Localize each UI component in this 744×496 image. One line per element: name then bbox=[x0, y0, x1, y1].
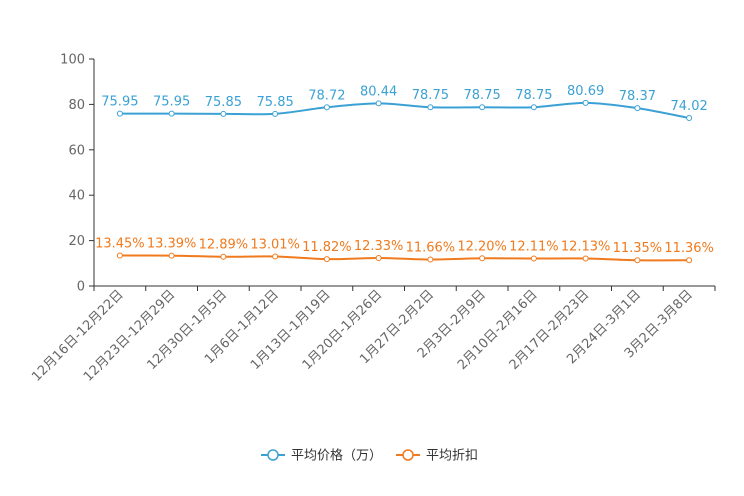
data-label: 80.44 bbox=[360, 84, 397, 99]
data-point[interactable] bbox=[168, 110, 175, 117]
data-point[interactable] bbox=[272, 253, 279, 260]
data-point[interactable] bbox=[323, 104, 330, 111]
data-label: 13.45% bbox=[95, 236, 145, 251]
y-tick-label: 80 bbox=[68, 98, 85, 113]
data-label: 75.85 bbox=[205, 95, 242, 110]
data-point[interactable] bbox=[116, 110, 123, 117]
data-label: 11.66% bbox=[406, 241, 456, 256]
data-point[interactable] bbox=[220, 110, 227, 117]
data-point[interactable] bbox=[116, 252, 123, 259]
legend-marker-icon bbox=[402, 449, 414, 461]
data-point[interactable] bbox=[168, 252, 175, 259]
y-tick-label: 40 bbox=[68, 189, 85, 204]
data-point[interactable] bbox=[582, 255, 589, 262]
data-point[interactable] bbox=[427, 104, 434, 111]
data-label: 11.36% bbox=[664, 241, 714, 256]
series-1: 75.95 75.95 75.85 75.85 78.72 80.44 78.75 78.75… bbox=[101, 84, 708, 121]
legend-item-2[interactable]: 平均折扣 bbox=[396, 449, 478, 464]
data-label: 78.37 bbox=[619, 89, 656, 104]
data-point[interactable] bbox=[686, 114, 693, 121]
data-label: 13.01% bbox=[250, 237, 300, 252]
data-label: 13.39% bbox=[147, 237, 197, 252]
data-point[interactable] bbox=[375, 255, 382, 262]
data-point[interactable] bbox=[530, 255, 537, 262]
data-point[interactable] bbox=[634, 257, 641, 264]
data-point[interactable] bbox=[686, 257, 693, 264]
data-point[interactable] bbox=[479, 255, 486, 262]
data-label: 74.02 bbox=[671, 99, 708, 114]
series-line bbox=[119, 101, 690, 119]
data-point[interactable] bbox=[220, 253, 227, 260]
data-label: 75.95 bbox=[153, 95, 190, 110]
data-label: 75.85 bbox=[257, 95, 294, 110]
data-label: 11.82% bbox=[302, 240, 352, 255]
legend-marker-icon bbox=[267, 449, 279, 461]
data-label: 11.35% bbox=[613, 241, 663, 256]
data-point[interactable] bbox=[427, 256, 434, 263]
x-tick-label: 12月16日-12月22日 bbox=[29, 287, 126, 384]
data-label: 78.75 bbox=[412, 88, 449, 103]
data-point[interactable] bbox=[272, 110, 279, 117]
data-label: 12.89% bbox=[199, 238, 249, 253]
data-point[interactable] bbox=[634, 105, 641, 112]
series-2: 13.45%13.39%12.89%13.01%11.82%12.33%11.6… bbox=[95, 236, 714, 264]
y-tick-label: 0 bbox=[77, 280, 85, 295]
data-label: 12.11% bbox=[509, 240, 559, 255]
y-tick-label: 100 bbox=[60, 53, 85, 68]
series-line bbox=[119, 254, 690, 262]
data-point[interactable] bbox=[323, 256, 330, 263]
x-tick-label: 12月23日-12月29日 bbox=[81, 287, 178, 384]
data-label: 75.95 bbox=[101, 95, 138, 110]
series-layer: 75.95 75.95 75.85 75.85 78.72 80.44 78.75 78.75… bbox=[95, 84, 714, 264]
legend-label: 平均价格（万） bbox=[291, 448, 382, 464]
data-label: 78.72 bbox=[308, 88, 345, 103]
legend: 平均价格（万） 平均折扣 bbox=[261, 448, 478, 464]
data-point[interactable] bbox=[479, 104, 486, 111]
y-tick-label: 60 bbox=[68, 143, 85, 158]
data-point[interactable] bbox=[375, 100, 382, 107]
legend-item-1[interactable]: 平均价格（万） bbox=[261, 448, 382, 464]
y-tick-label: 20 bbox=[68, 234, 85, 249]
data-label: 78.75 bbox=[464, 88, 501, 103]
legend-label: 平均折扣 bbox=[426, 449, 478, 464]
data-label: 78.75 bbox=[515, 88, 552, 103]
data-label: 12.33% bbox=[354, 239, 404, 254]
data-label: 12.20% bbox=[457, 239, 507, 254]
data-point[interactable] bbox=[582, 99, 589, 106]
data-point[interactable] bbox=[530, 104, 537, 111]
data-label: 12.13% bbox=[561, 239, 611, 254]
data-label: 80.69 bbox=[567, 84, 604, 99]
